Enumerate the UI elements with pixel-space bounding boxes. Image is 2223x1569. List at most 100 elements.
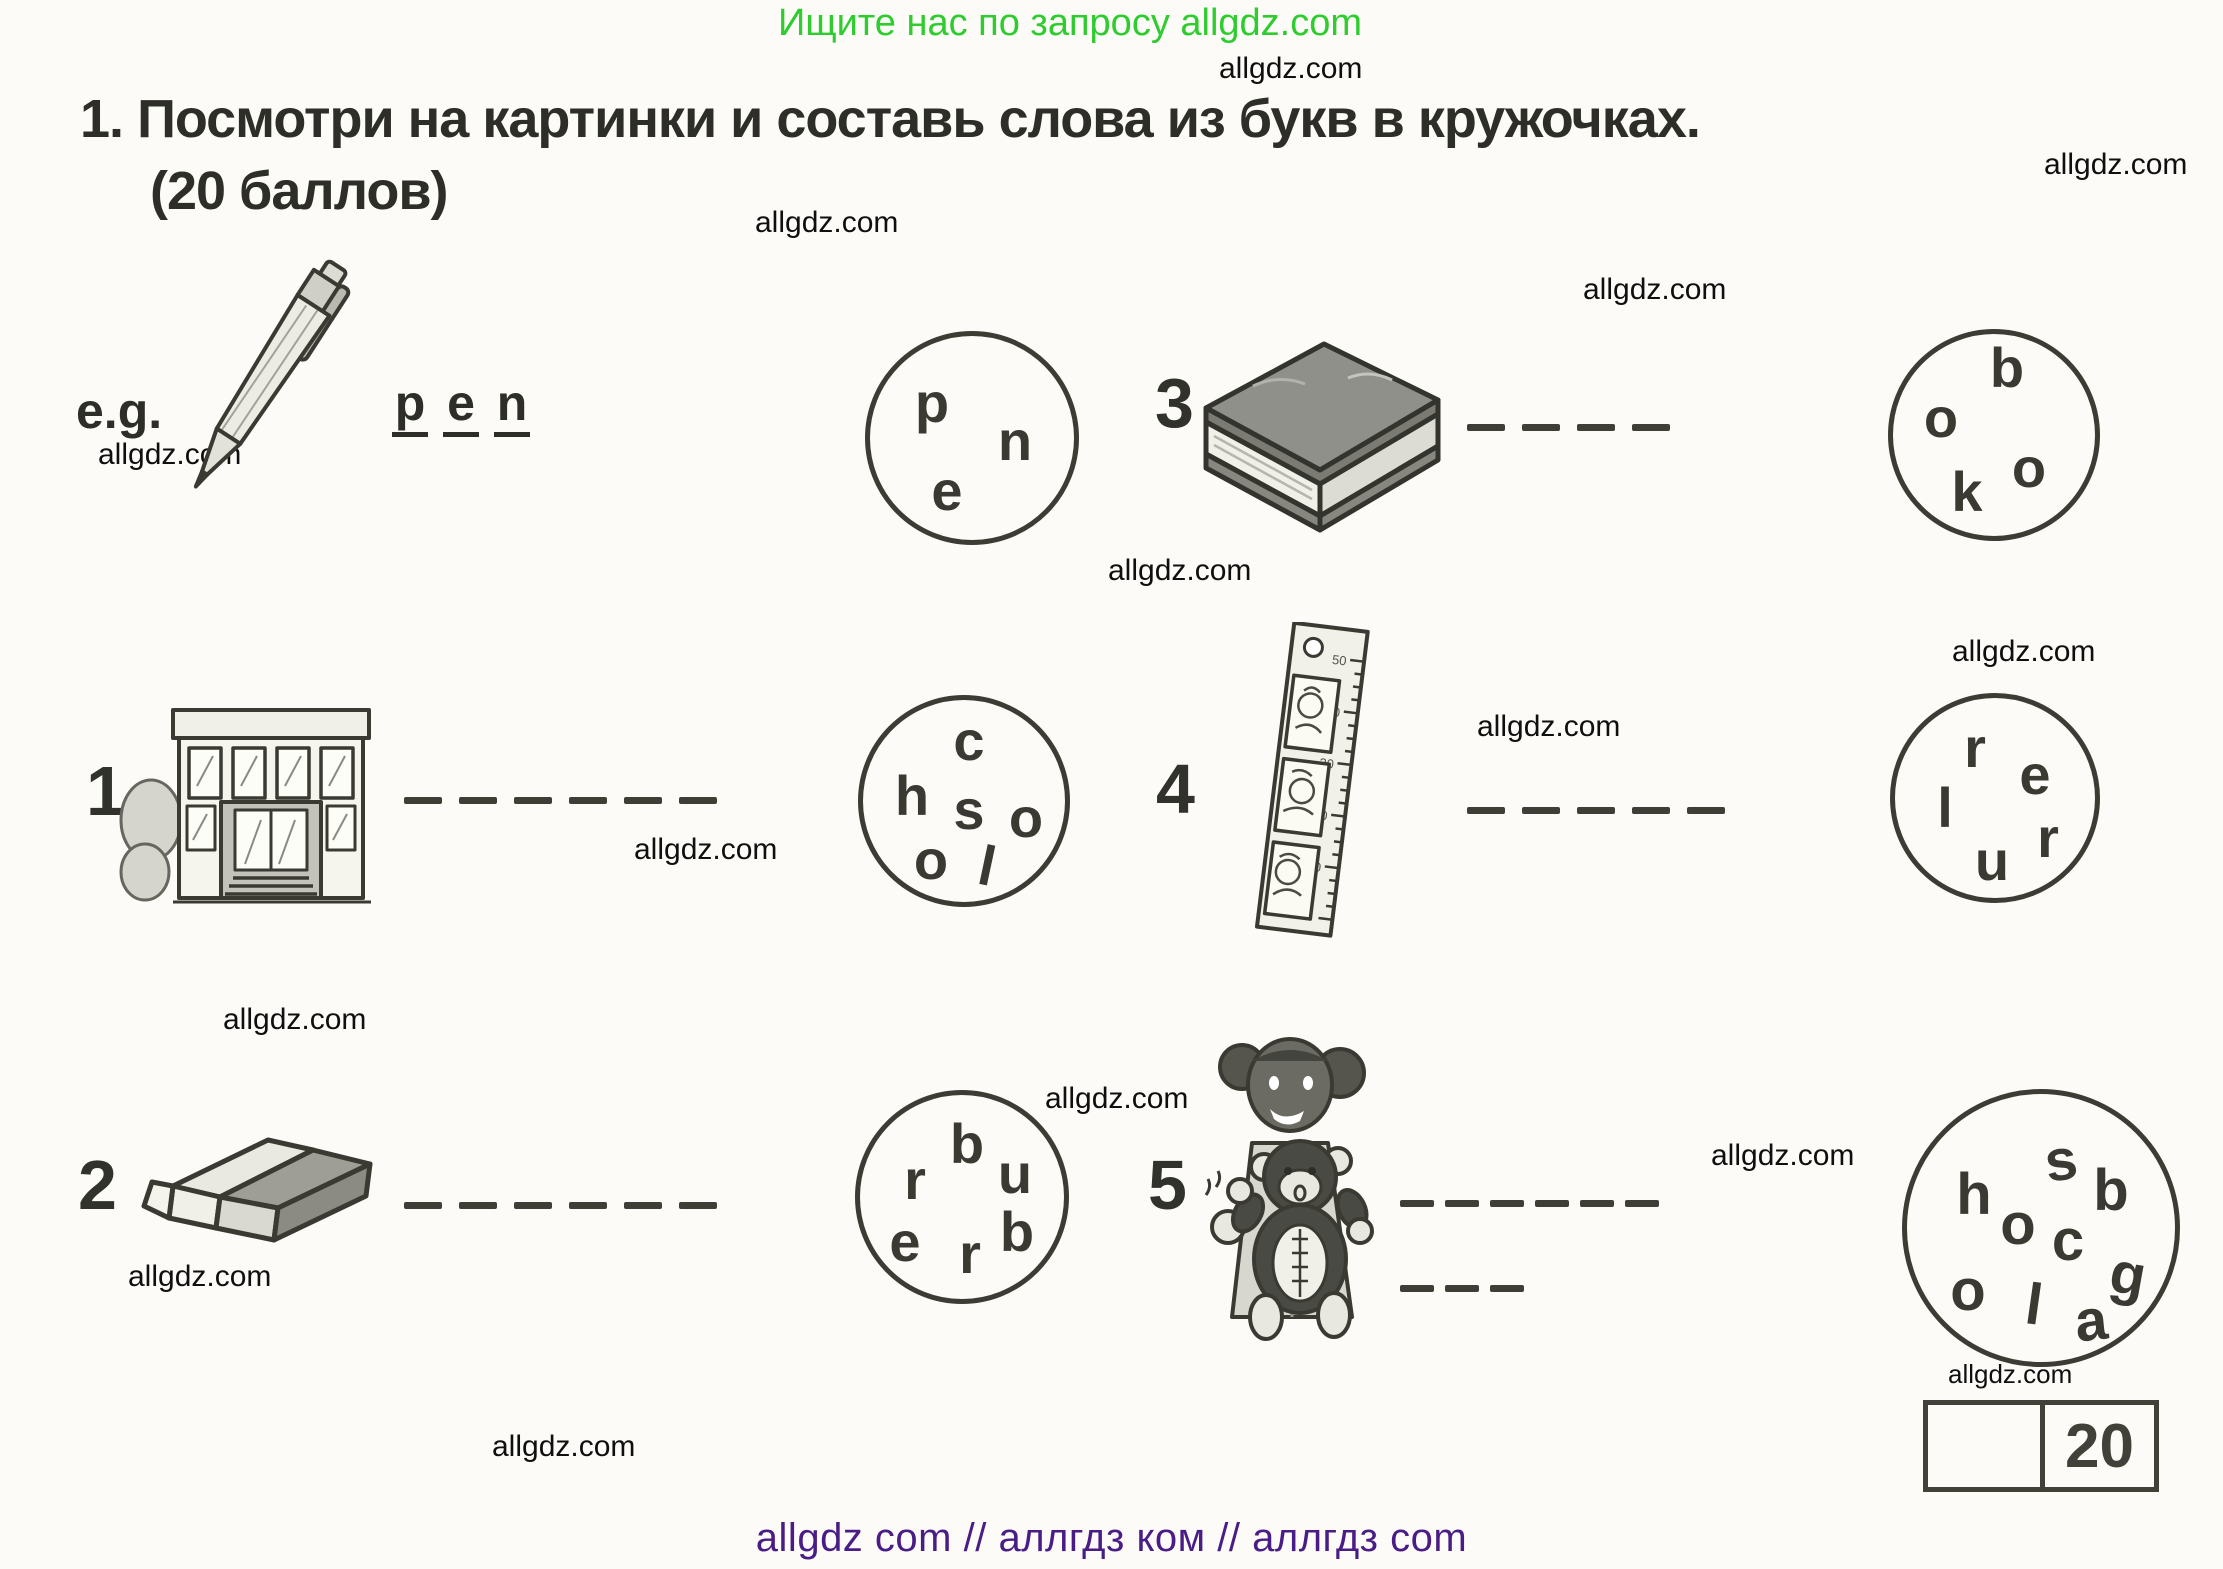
watermark: allgdz.com bbox=[1045, 1082, 1189, 1115]
item-number-3: 3 bbox=[1155, 364, 1194, 442]
example-label: e.g. bbox=[76, 383, 163, 439]
girl-with-toy-monkey-illustration bbox=[1204, 1037, 1374, 1341]
answer-dash bbox=[459, 797, 497, 804]
answer-dash bbox=[624, 797, 662, 804]
school-building-illustration bbox=[119, 708, 371, 904]
svg-text:50: 50 bbox=[1331, 652, 1347, 669]
ruler-illustration: 504030 2010 bbox=[1254, 622, 1370, 938]
answer-blank-item-2 bbox=[404, 1202, 717, 1209]
answer-dash bbox=[1490, 1200, 1524, 1207]
watermark: allgdz.com bbox=[1711, 1139, 1855, 1172]
circle-letter: b bbox=[999, 1200, 1035, 1263]
answer-dash bbox=[514, 797, 552, 804]
answer-dash bbox=[1632, 424, 1670, 431]
circle-letter: e bbox=[931, 459, 963, 522]
circle-letter: p bbox=[914, 371, 950, 434]
circle-letter: r bbox=[2037, 806, 2059, 869]
circle-letter: c bbox=[953, 709, 985, 772]
example-answer-letter: n bbox=[494, 376, 530, 437]
letters-circle-book: b o o k bbox=[1888, 329, 2100, 541]
answer-dash bbox=[1577, 807, 1615, 814]
answer-dash bbox=[1467, 424, 1505, 431]
watermark: allgdz.com bbox=[1219, 52, 1363, 85]
answer-dash bbox=[514, 1202, 552, 1209]
circle-letter: h bbox=[1956, 1162, 1992, 1227]
circle-letter: l bbox=[1937, 776, 1953, 839]
book-illustration bbox=[1203, 341, 1441, 533]
answer-dash bbox=[459, 1202, 497, 1209]
circle-letter: b bbox=[2093, 1158, 2129, 1223]
answer-dash bbox=[1445, 1200, 1479, 1207]
answer-blank-item-4 bbox=[1467, 807, 1725, 814]
answer-dash bbox=[1467, 807, 1505, 814]
circle-letter: e bbox=[2019, 743, 2051, 806]
circle-letter: n bbox=[997, 409, 1033, 472]
answer-dash bbox=[404, 797, 442, 804]
promo-banner-top: Ищите нас по запросу allgdz.com bbox=[778, 2, 1363, 44]
answer-dash bbox=[679, 1202, 717, 1209]
letters-circle-ruler: r e l u r bbox=[1890, 693, 2100, 903]
score-input-cell bbox=[1928, 1405, 2045, 1487]
promo-banner-bottom: allgdz com // аллгдз ком // аллгдз com bbox=[755, 1516, 1468, 1560]
answer-dash bbox=[624, 1202, 662, 1209]
example-answer-letter: e bbox=[443, 376, 479, 437]
circle-letter: r bbox=[1964, 716, 1986, 779]
answer-dash bbox=[1490, 1285, 1524, 1292]
letters-circle-rubber: b u r e r b bbox=[855, 1090, 1069, 1304]
answer-dash bbox=[1535, 1200, 1569, 1207]
watermark: allgdz.com bbox=[755, 206, 899, 239]
item-number-2: 2 bbox=[78, 1146, 117, 1224]
answer-dash bbox=[1632, 807, 1670, 814]
circle-letter: a bbox=[2071, 1286, 2111, 1355]
score-max-cell: 20 bbox=[2045, 1405, 2154, 1487]
circle-letter: o bbox=[2011, 436, 2047, 499]
answer-dash bbox=[1400, 1200, 1434, 1207]
circle-letter: o bbox=[1008, 786, 1044, 849]
task-title-text: Посмотри на картинки и составь слова из … bbox=[137, 89, 1701, 149]
watermark: allgdz.com bbox=[1477, 710, 1621, 743]
watermark: allgdz.com bbox=[634, 833, 778, 866]
circle-letter: b bbox=[1989, 336, 2025, 399]
item-number-1: 1 bbox=[86, 752, 125, 830]
pen-illustration bbox=[193, 259, 351, 489]
answer-dash bbox=[679, 797, 717, 804]
answer-dash bbox=[569, 1202, 607, 1209]
task-number: 1. bbox=[80, 89, 124, 149]
circle-letter: u bbox=[1974, 829, 2010, 892]
letters-circle-schoolbag: s b h o c g o l a bbox=[1902, 1089, 2180, 1367]
watermark: allgdz.com bbox=[2044, 148, 2188, 181]
circle-letter: s bbox=[2040, 1126, 2082, 1195]
circle-letter: o bbox=[913, 828, 949, 891]
circle-letter: o bbox=[2000, 1192, 2036, 1257]
answer-dash bbox=[1687, 807, 1725, 814]
circle-letter: k bbox=[1951, 460, 1983, 523]
eraser-illustration bbox=[141, 1137, 373, 1243]
circle-letter: g bbox=[2104, 1239, 2152, 1310]
circle-letter: h bbox=[894, 764, 930, 827]
task-title: 1. Посмотри на картинки и составь слова … bbox=[80, 88, 1701, 150]
circle-letter: b bbox=[949, 1112, 985, 1175]
answer-dash bbox=[569, 797, 607, 804]
watermark: allgdz.com bbox=[492, 1430, 636, 1463]
circle-letter: r bbox=[959, 1222, 981, 1285]
answer-dash bbox=[1580, 1200, 1614, 1207]
item-number-4: 4 bbox=[1156, 750, 1195, 828]
watermark: allgdz.com bbox=[1952, 635, 2096, 668]
answer-dash bbox=[1522, 424, 1560, 431]
task-points: (20 баллов) bbox=[150, 161, 448, 221]
answer-dash bbox=[1445, 1285, 1479, 1292]
answer-blank-item-3 bbox=[1467, 424, 1670, 431]
answer-dash bbox=[1400, 1285, 1434, 1292]
circle-letter: o bbox=[1950, 1258, 1986, 1323]
letters-circle-pen: p n e bbox=[865, 331, 1079, 545]
answer-dash bbox=[1577, 424, 1615, 431]
answer-dash bbox=[404, 1202, 442, 1209]
circle-letter: l bbox=[2021, 1271, 2047, 1338]
answer-blank-item-5-row-1 bbox=[1400, 1200, 1659, 1207]
answer-blank-item-1 bbox=[404, 797, 717, 804]
watermark: allgdz.com bbox=[1108, 554, 1252, 587]
answer-blank-item-5-row-2 bbox=[1400, 1285, 1524, 1292]
letters-circle-school: c h s o o l bbox=[858, 695, 1070, 907]
circle-letter: s bbox=[953, 778, 985, 841]
